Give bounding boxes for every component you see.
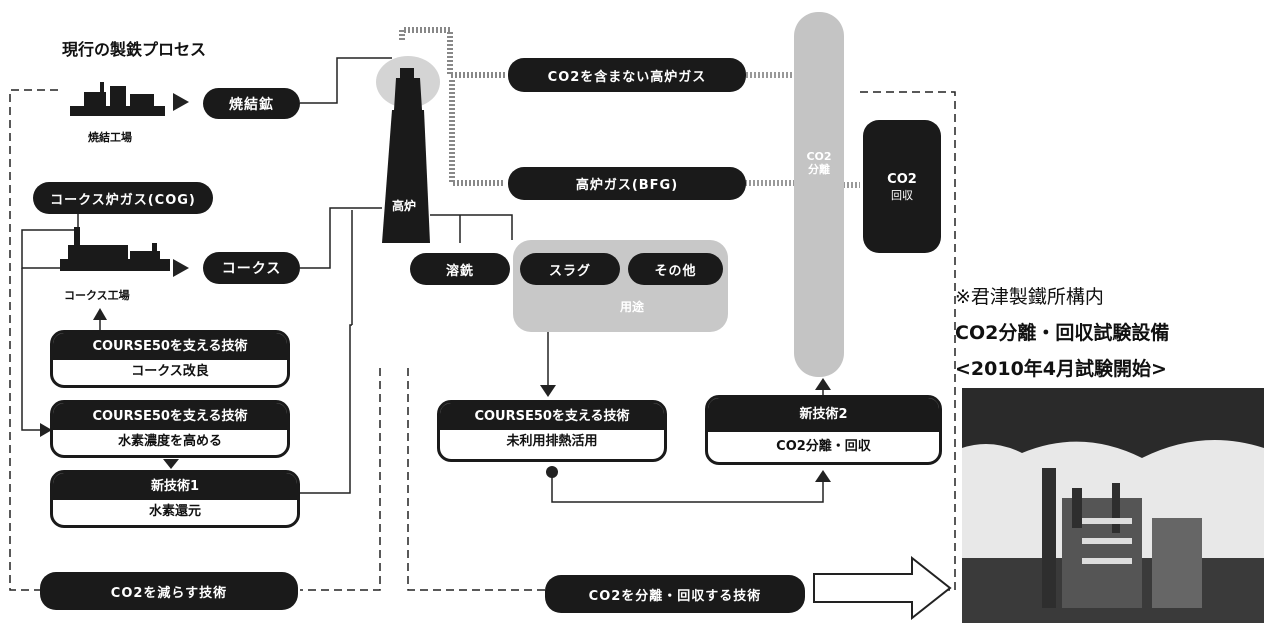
co2-recovery-line2: 回収 xyxy=(863,187,941,203)
card-new-tech1-body: 水素還元 xyxy=(53,500,297,524)
card-hydrogen: COURSE50を支える技術 水素濃度を高める xyxy=(50,400,290,458)
card-new-tech2-body: CO2分離・回収 xyxy=(708,432,939,462)
card-new-tech1: 新技術1 水素還元 xyxy=(50,470,300,528)
card-new-tech2-header: 新技術2 xyxy=(708,398,939,432)
other: その他 xyxy=(628,253,723,285)
plant-photo xyxy=(962,388,1264,623)
card-new-tech2: 新技術2 CO2分離・回収 xyxy=(705,395,942,465)
card-new-tech1-header: 新技術1 xyxy=(53,473,297,500)
cog-label: コークス炉ガス(COG) xyxy=(33,182,213,214)
co2-separation-column-label: CO2分離 xyxy=(806,150,832,176)
co2-recovery-box: CO2 回収 xyxy=(863,120,941,253)
card-hydrogen-body: 水素濃度を高める xyxy=(53,430,287,454)
card-waste-heat: COURSE50を支える技術 未利用排熱活用 xyxy=(437,400,667,462)
co2-separation-column xyxy=(794,12,844,377)
arrow-tech2-up xyxy=(815,470,831,482)
photo-caption-line1: ※君津製鐵所構内 xyxy=(955,282,1104,309)
dot-connector xyxy=(546,466,558,478)
arrow-sinter xyxy=(173,93,189,111)
co2-recovery-line1: CO2 xyxy=(863,172,941,187)
card-coke-improve-body: コークス改良 xyxy=(53,360,287,384)
photo-caption-line2: CO2分離・回収試験設備 xyxy=(955,318,1169,345)
slag: スラグ xyxy=(520,253,620,285)
bfg-gas: 高炉ガス(BFG) xyxy=(508,167,746,200)
co2-separate-tech: CO2を分離・回収する技術 xyxy=(545,575,805,613)
card-coke-improve: COURSE50を支える技術 コークス改良 xyxy=(50,330,290,388)
card-waste-heat-header: COURSE50を支える技術 xyxy=(440,403,664,430)
arrow-column-up xyxy=(815,378,831,390)
sinter-product: 焼結鉱 xyxy=(203,88,300,119)
card-waste-heat-body: 未利用排熱活用 xyxy=(440,430,664,454)
card-coke-improve-header: COURSE50を支える技術 xyxy=(53,333,287,360)
arrow-slag-heat xyxy=(540,385,556,397)
photo-caption-line3: <2010年4月試験開始> xyxy=(955,354,1167,381)
big-arrow-icon xyxy=(812,556,952,620)
arrow-coke xyxy=(173,259,189,277)
card-hydrogen-header: COURSE50を支える技術 xyxy=(53,403,287,430)
blast-furnace-label: 高炉 xyxy=(392,197,416,214)
co2-free-gas: CO2を含まない高炉ガス xyxy=(508,58,746,92)
utilization-label: 用途 xyxy=(620,298,644,315)
arrow-new-tech1 xyxy=(163,459,179,469)
co2-reduce-tech: CO2を減らす技術 xyxy=(40,572,298,610)
sinter-plant-icon xyxy=(70,80,165,118)
blast-furnace-icon xyxy=(372,38,462,243)
coke-plant-label: コークス工場 xyxy=(64,287,130,303)
sinter-plant-label: 焼結工場 xyxy=(88,129,132,145)
coke-product: コークス xyxy=(203,252,300,284)
coke-plant-icon xyxy=(60,225,170,275)
page-title: 現行の製鉄プロセス xyxy=(62,36,206,60)
molten-iron: 溶銑 xyxy=(410,253,510,285)
arrow-coke-improve xyxy=(93,308,107,320)
